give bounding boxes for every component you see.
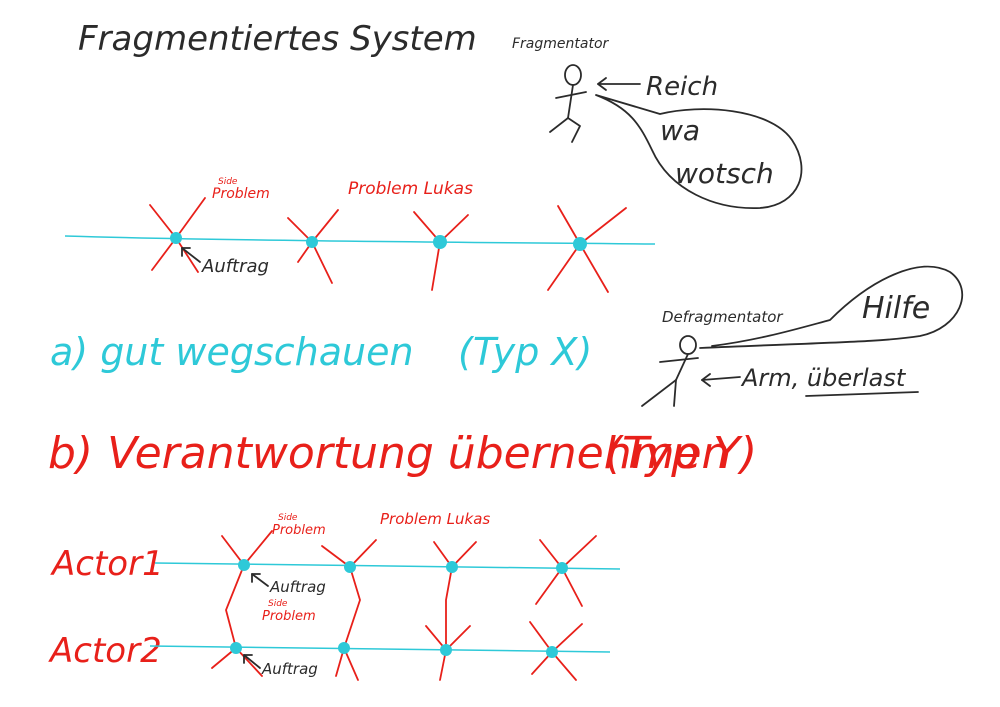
top-order-label: Auftrag [201, 256, 269, 277]
bottom-order-arrow-1 [251, 573, 269, 587]
defragmentator-speech: Hilfe [862, 291, 930, 326]
option-a-text: a) gut wegschauen [50, 330, 414, 374]
fragmentator-label: Fragmentator [512, 36, 610, 52]
top-cross-3 [413, 211, 469, 291]
top-cross-4 [547, 205, 627, 293]
top-problem-label: Problem Lukas [348, 179, 473, 199]
defragmentator-speech-bubble [699, 265, 964, 349]
bottom-side-problem-1b: Problem [272, 523, 326, 538]
actor2-timeline [149, 645, 611, 653]
top-side-problem-1: Side [218, 177, 238, 187]
option-b-text: b) Verantwortung übernehmen [48, 428, 729, 479]
bottom-cross-4 [529, 535, 597, 681]
bottom-problem-label: Problem Lukas [380, 510, 490, 528]
actor1-timeline [154, 562, 621, 570]
actor1-label: Actor1 [50, 544, 164, 584]
fragmentator-speech-line-2: wotsch [675, 157, 774, 190]
bottom-order-label-1: Auftrag [269, 578, 326, 596]
option-b-type: (Typ Y) [605, 428, 757, 479]
fragmentator-speech-bubble [595, 94, 803, 209]
bottom-cross-3 [425, 541, 477, 681]
defragmentator-stick-figure [641, 335, 699, 407]
bottom-cross-1 [211, 530, 273, 677]
top-timeline [64, 235, 656, 245]
defragmentator-arrow [701, 373, 741, 387]
bottom-order-label-2: Auftrag [261, 660, 318, 678]
bottom-side-problem-1a: Side [278, 513, 298, 523]
defragmentator-label: Defragmentator [662, 308, 783, 326]
top-cross-2 [287, 209, 339, 284]
bottom-side-problem-2b: Problem [262, 609, 316, 624]
actor2-label: Actor2 [48, 631, 162, 671]
defragmentator-underline [805, 391, 919, 397]
bottom-order-arrow-2 [243, 654, 261, 669]
top-order-arrow [181, 247, 201, 263]
bottom-cross-2 [321, 539, 377, 681]
defragmentator-arrow-note: Arm, überlast [740, 364, 907, 392]
fragmentator-arrow-note: Reich [646, 72, 718, 102]
option-a-type: (Typ X) [458, 330, 592, 374]
top-side-problem-2: Problem [212, 186, 270, 202]
fragmentator-arrow [597, 77, 641, 91]
fragmentator-stick-figure [549, 64, 587, 143]
fragmentator-speech-line-1: wa [660, 114, 700, 147]
title: Fragmentiertes System [78, 19, 477, 59]
top-cross-1 [149, 197, 206, 273]
bottom-side-problem-2a: Side [268, 599, 288, 609]
